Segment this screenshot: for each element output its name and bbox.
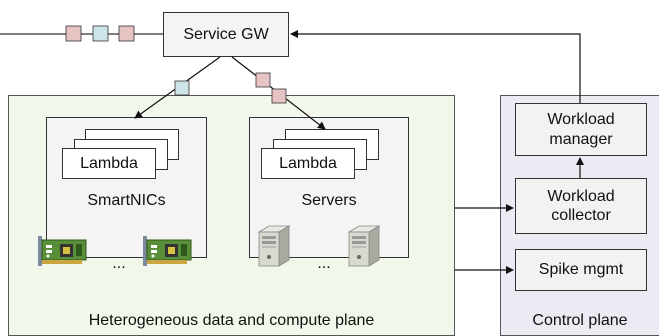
packet-icon	[92, 25, 109, 42]
packet-icon	[271, 88, 287, 104]
data-plane-label: Heterogeneous data and compute plane	[88, 312, 375, 330]
service-gateway: Service GW	[163, 12, 289, 57]
workload-collector: Workload collector	[515, 178, 647, 234]
servers-ellipsis: ...	[317, 255, 331, 273]
packet-icon	[174, 80, 190, 96]
packet-icon	[118, 25, 135, 42]
control-plane-label: Control plane	[532, 312, 628, 330]
server-tower-icon	[258, 225, 290, 267]
smartnics-label: SmartNICs	[87, 192, 166, 210]
servers-label: Servers	[301, 192, 357, 210]
smartnic-card-icon	[37, 235, 87, 267]
server-tower-icon	[348, 225, 380, 267]
spike-mgmt: Spike mgmt	[515, 249, 647, 291]
smartnics-ellipsis: ...	[112, 255, 126, 273]
smartnic-lambda: Lambda	[62, 148, 156, 179]
packet-icon	[65, 25, 82, 42]
server-lambda: Lambda	[261, 148, 355, 179]
packet-icon	[255, 72, 271, 88]
workload-manager: Workload manager	[515, 103, 647, 156]
smartnic-card-icon	[142, 235, 192, 267]
